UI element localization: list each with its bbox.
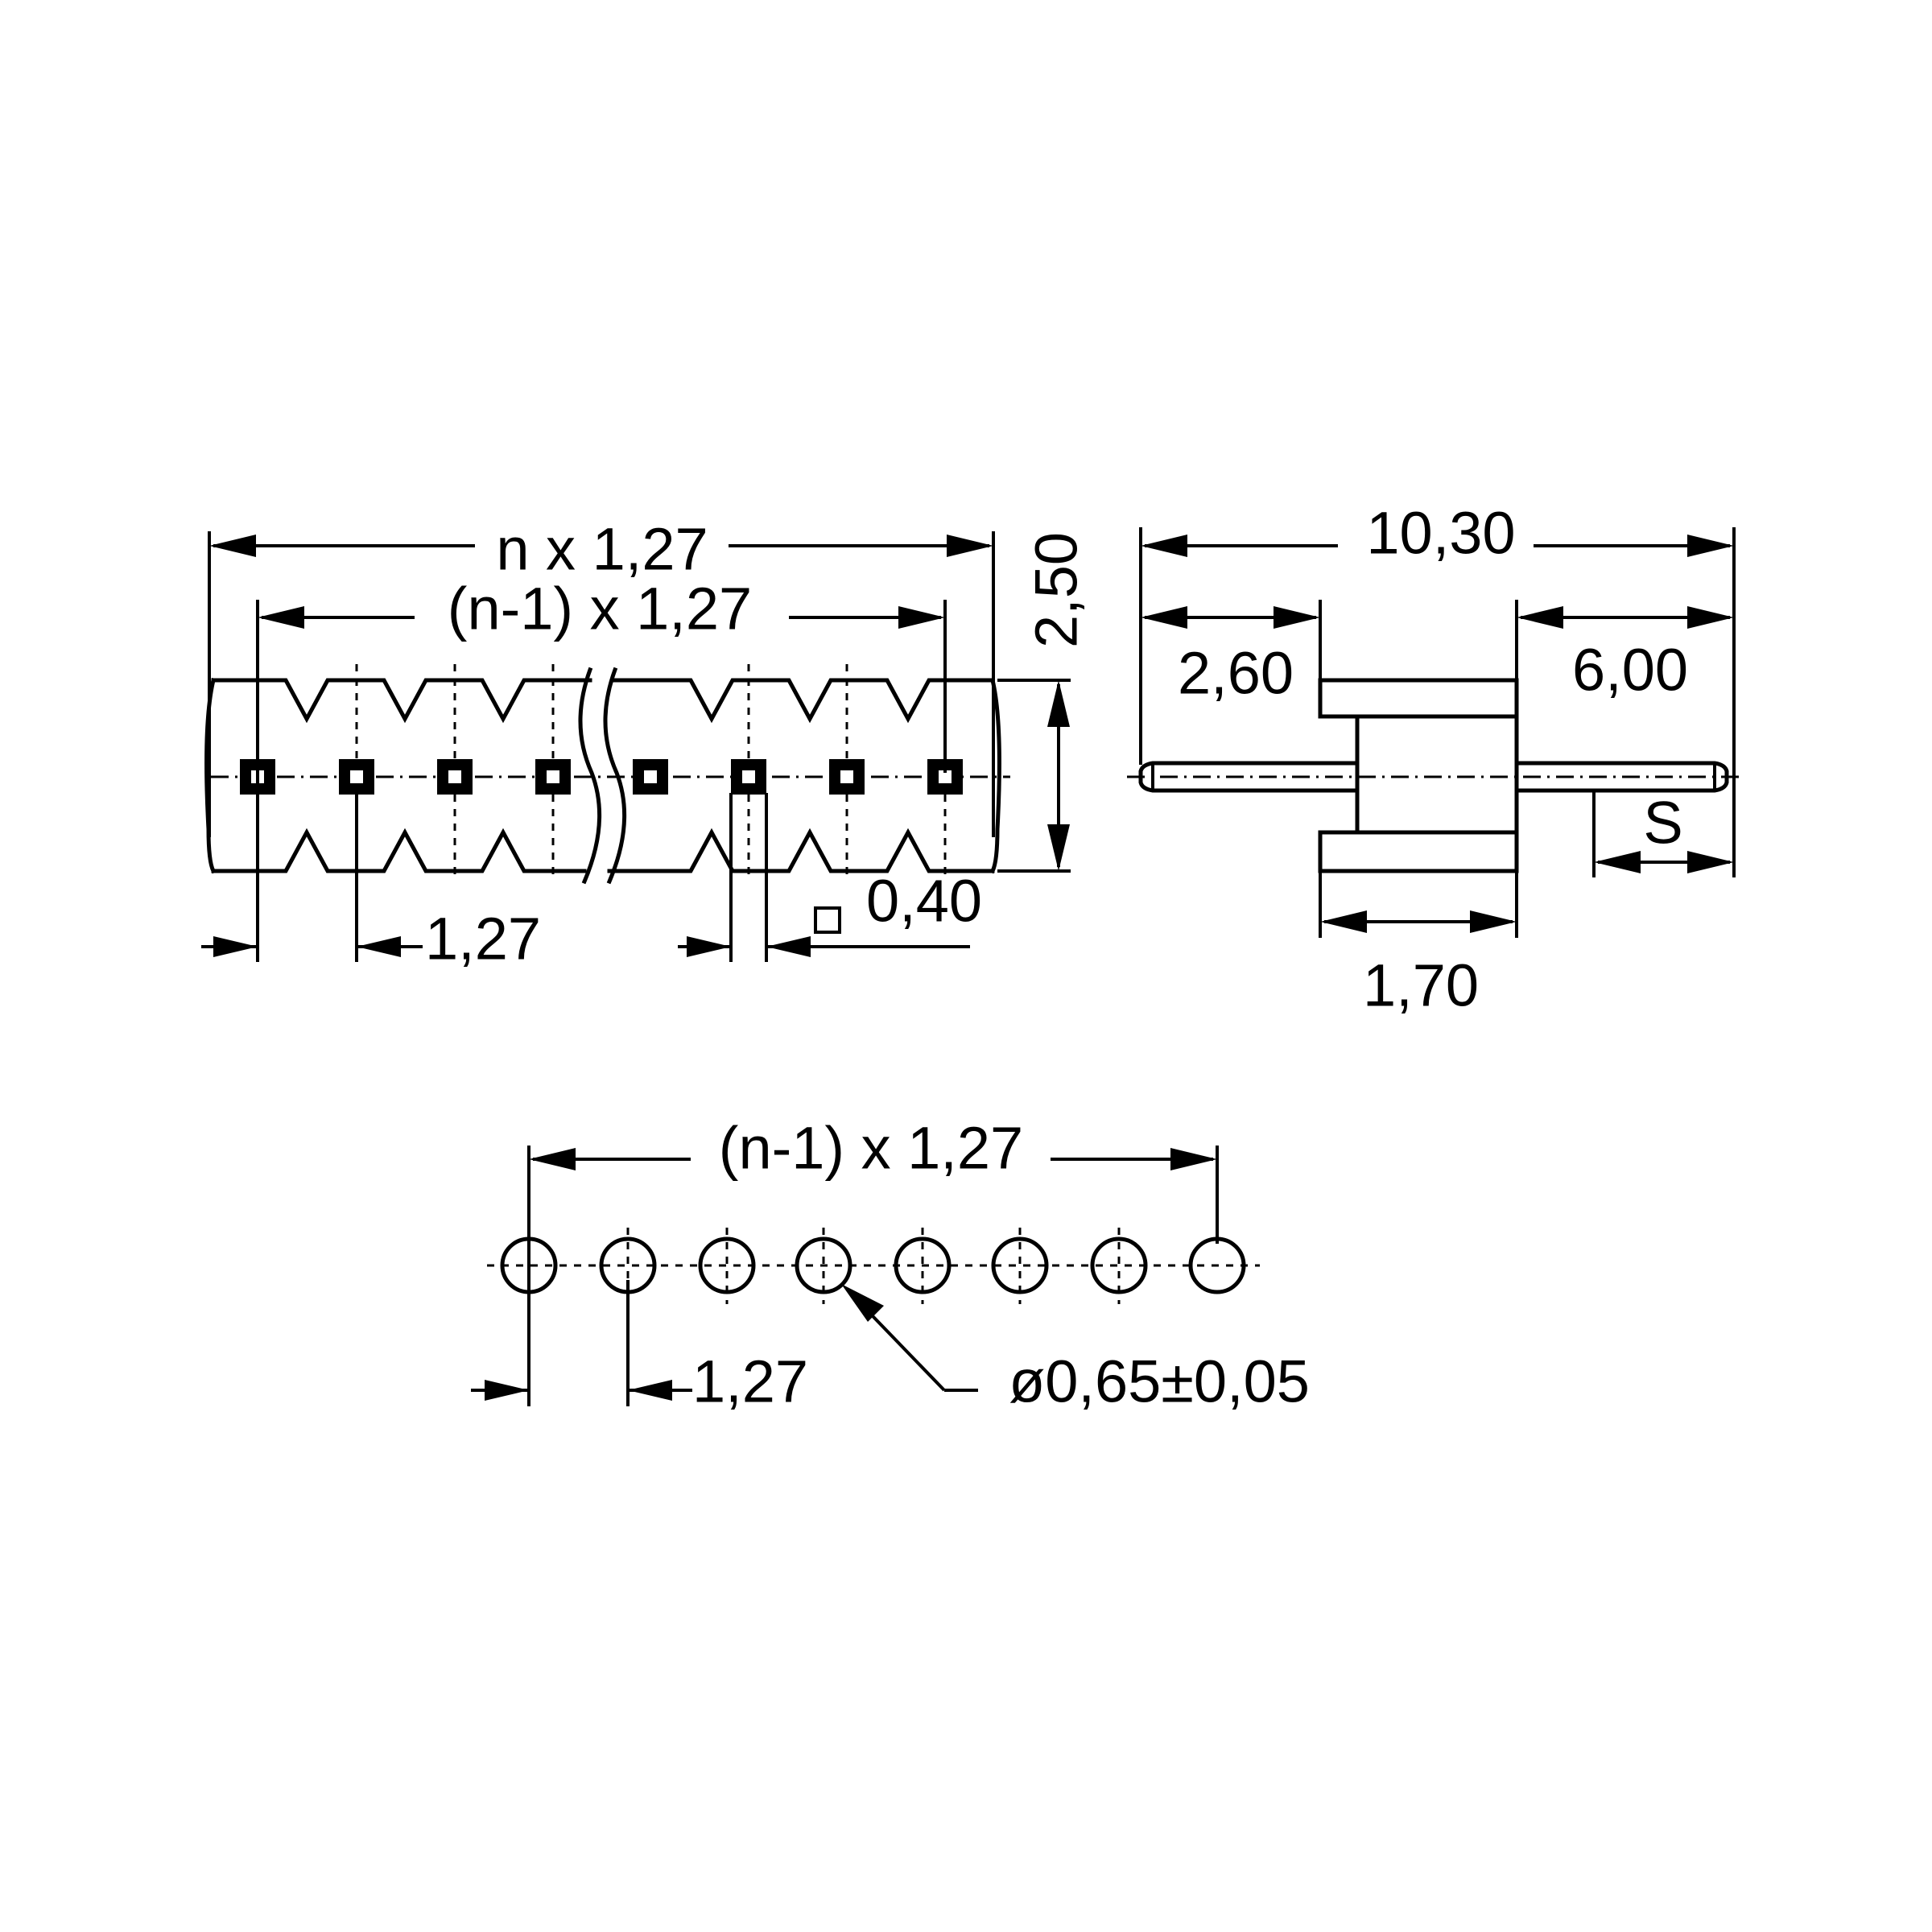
right-pin-length-label: 6,00: [1572, 637, 1688, 704]
dim-right-pin-length: 6,00: [1517, 606, 1734, 704]
s-label: S: [1643, 790, 1682, 857]
housing-outline: [204, 677, 1001, 874]
side-view: 10,30 2,60 6,00 S 1,70: [1127, 500, 1743, 1019]
total-length-label: 10,30: [1366, 500, 1515, 567]
pin-span-label: (n-1) x 1,27: [448, 576, 752, 642]
pcb-pitch-label: 1,27: [692, 1348, 808, 1415]
square-symbol-icon: [814, 906, 841, 934]
dim-body-thickness: 1,70: [1320, 910, 1517, 1019]
pitch-label: 1,27: [425, 906, 541, 972]
pin-square-label: 0,40: [866, 868, 982, 935]
break-line: [578, 667, 602, 885]
hole-diameter-label: ø0,65±0,05: [1009, 1348, 1310, 1415]
front-extension-lines: [208, 531, 1071, 962]
dim-hole-diameter: ø0,65±0,05: [841, 1284, 1310, 1415]
dim-s: S: [1594, 790, 1734, 873]
flange-top: [1318, 678, 1519, 719]
dim-pcb-pitch: 1,27: [471, 1348, 808, 1415]
break-line-2: [603, 667, 627, 885]
dim-pcb-pin-span: (n-1) x 1,27: [529, 1115, 1217, 1182]
holes: [500, 1236, 1246, 1294]
body-thickness-label: 1,70: [1363, 952, 1479, 1019]
dim-left-pin-length: 2,60: [1141, 606, 1320, 707]
pcb-layout: (n-1) x 1,27 1,27 ø0,65±0,05: [471, 1115, 1310, 1415]
dim-overall-length: n x 1,27: [209, 516, 993, 583]
front-view: n x 1,27 (n-1) x 1,27 2,50 1,27: [201, 516, 1090, 972]
overall-length-label: n x 1,27: [496, 516, 708, 583]
dim-pin-span: (n-1) x 1,27: [258, 576, 945, 642]
flange-bottom: [1318, 830, 1519, 873]
left-pin-length-label: 2,60: [1178, 640, 1294, 707]
dim-pin-square: 0,40: [678, 868, 982, 957]
square-pins: [240, 759, 963, 795]
dim-pitch: 1,27: [201, 906, 541, 972]
height-label: 2,50: [1023, 532, 1090, 648]
dim-height: 2,50: [1023, 532, 1090, 871]
side-extension-lines: [1139, 527, 1736, 938]
pcb-extension-lines: [527, 1146, 1219, 1406]
pcb-pin-span-label: (n-1) x 1,27: [719, 1115, 1023, 1182]
dim-total-length: 10,30: [1141, 500, 1734, 567]
insulator-body: [1355, 714, 1519, 835]
